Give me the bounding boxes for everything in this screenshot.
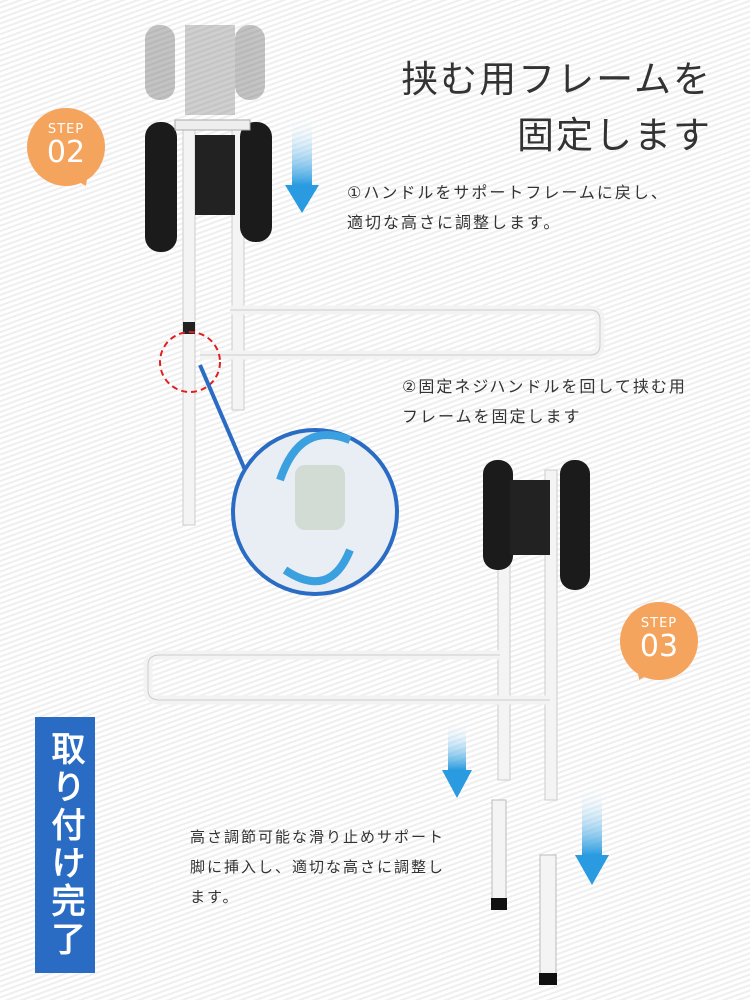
completion-label: 取り付け完了	[35, 717, 95, 973]
step-label: STEP	[640, 616, 678, 631]
instruction-3-line-3: ます。	[190, 888, 240, 906]
step-badge-02: STEP 02	[27, 108, 105, 186]
bed-rail-step3	[143, 460, 590, 985]
step-number: 03	[639, 629, 679, 664]
instruction-1: ①ハンドルをサポートフレームに戻し、 適切な高さに調整します。	[347, 178, 669, 238]
instruction-2: ②固定ネジハンドルを回して挟む用 フレームを固定します	[402, 372, 687, 432]
down-arrow-icon	[575, 785, 609, 885]
bed-rail-step2	[145, 119, 605, 596]
instruction-3: 高さ調節可能な滑り止めサポート 脚に挿入し、適切な高さに調整し ます。	[190, 822, 445, 912]
step-badge-03: STEP 03	[620, 602, 698, 680]
instruction-3-line-2: 脚に挿入し、適切な高さに調整し	[190, 858, 446, 876]
instruction-2-line-2: フレームを固定します	[402, 407, 582, 426]
title-line-2: 固定します	[517, 114, 712, 157]
down-arrow-icon	[442, 720, 472, 798]
instruction-2-line-1: ②固定ネジハンドルを回して挟む用	[402, 377, 687, 396]
down-arrow-icon	[285, 115, 319, 213]
page-title: 挟む用フレームを 固定します	[401, 52, 712, 164]
instruction-1-line-1: ①ハンドルをサポートフレームに戻し、	[347, 183, 669, 202]
title-line-1: 挟む用フレームを	[401, 58, 712, 101]
ghost-handle	[145, 25, 265, 115]
instruction-3-line-1: 高さ調節可能な滑り止めサポート	[190, 828, 446, 846]
instruction-1-line-2: 適切な高さに調整します。	[347, 213, 562, 232]
step-number: 02	[46, 135, 86, 170]
step-label: STEP	[47, 122, 85, 137]
